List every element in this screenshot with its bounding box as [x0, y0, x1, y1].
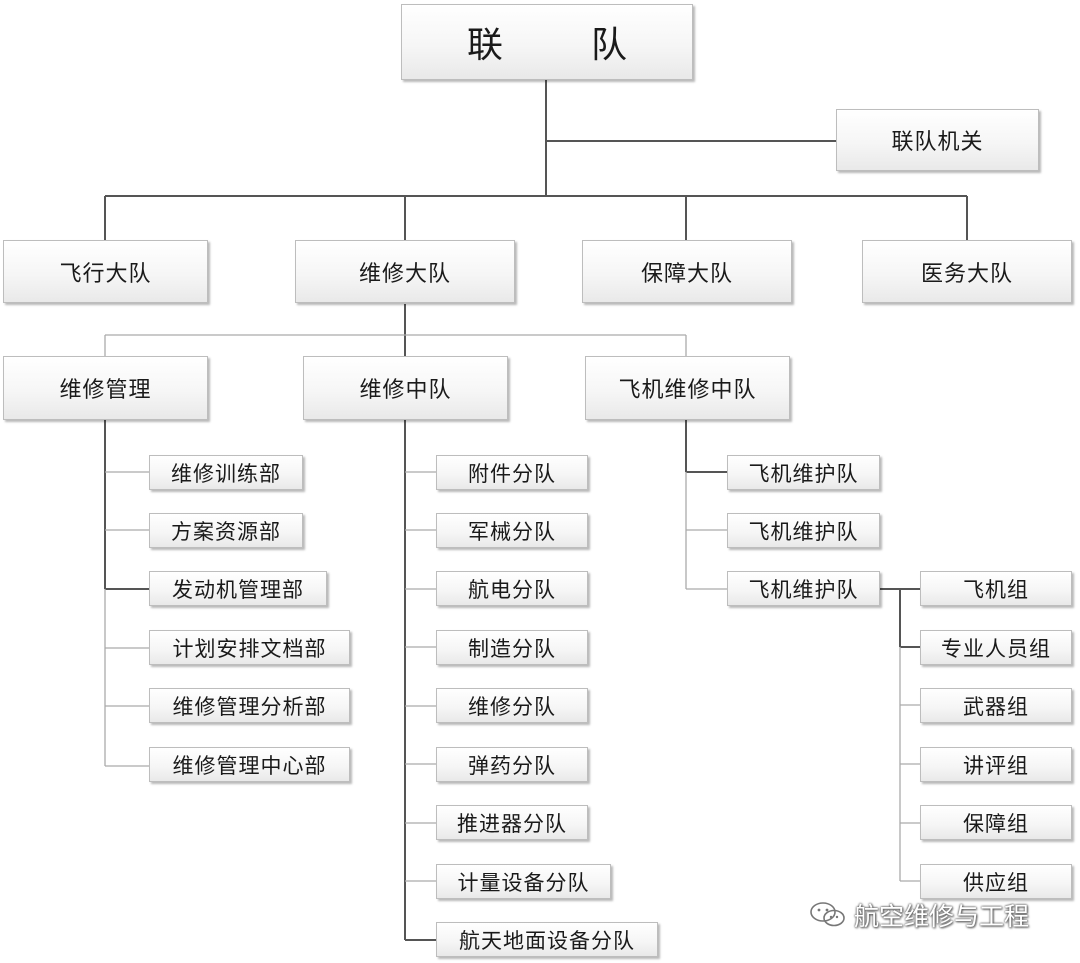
root-label-right: 队 [591, 25, 628, 66]
aircraft-maintenance-unit-label: 飞机维护队 [748, 577, 859, 602]
management-dept-box: 维修训练部 [149, 455, 303, 490]
squadron-flight-box: 附件分队 [436, 455, 588, 490]
squadron-flight-box: 计量设备分队 [436, 864, 611, 899]
aircraft-group-label: 供应组 [963, 870, 1029, 895]
squadron-flight-label: 弹药分队 [468, 753, 556, 778]
aircraft-group-box: 飞机组 [920, 571, 1072, 606]
management-dept-label: 维修管理中心部 [172, 753, 327, 778]
squadron-flight-box: 航电分队 [436, 571, 588, 606]
maintenance-management-box: 维修管理 [3, 356, 208, 420]
squadron-flight-label: 维修分队 [468, 694, 556, 719]
management-dept-label: 维修训练部 [171, 461, 281, 486]
maintenance-squadron-box: 维修中队 [303, 356, 508, 420]
maintenance-squadron-label: 维修中队 [359, 378, 452, 403]
flight-group-box: 飞行大队 [3, 240, 208, 303]
flight-group-label: 飞行大队 [59, 261, 152, 287]
squadron-flight-label: 推进器分队 [457, 811, 567, 836]
watermark-text: 航空维修与工程 [854, 902, 1030, 931]
aircraft-maintenance-unit-label: 飞机维护队 [748, 519, 859, 544]
management-dept-box: 发动机管理部 [149, 571, 327, 606]
management-dept-label: 计划安排文档部 [172, 636, 327, 661]
aircraft-maintenance-unit-label: 飞机维护队 [748, 461, 859, 486]
maintenance-management-label: 维修管理 [59, 378, 152, 403]
hq-box: 联队机关 [836, 109, 1039, 171]
aircraft-group-label: 讲评组 [963, 753, 1029, 778]
wechat-icon [810, 902, 845, 927]
medical-group-label: 医务大队 [920, 261, 1013, 287]
squadron-flight-box: 制造分队 [436, 630, 588, 665]
aircraft-maintenance-unit-box: 飞机维护队 [727, 455, 880, 490]
squadron-flight-box: 推进器分队 [436, 805, 588, 840]
management-dept-label: 方案资源部 [171, 519, 281, 544]
management-dept-box: 计划安排文档部 [149, 630, 350, 665]
aircraft-group-box: 武器组 [920, 688, 1072, 723]
aircraft-group-label: 飞机组 [963, 577, 1029, 602]
aircraft-group-box: 讲评组 [920, 747, 1072, 782]
watermark: 航空维修与工程 [808, 897, 1029, 933]
management-dept-label: 维修管理分析部 [172, 694, 327, 719]
aircraft-group-label: 保障组 [963, 811, 1029, 836]
aircraft-group-box: 保障组 [920, 805, 1072, 840]
aircraft-group-label: 武器组 [963, 694, 1029, 719]
support-group-label: 保障大队 [640, 261, 733, 287]
root-label-left: 联 [466, 25, 503, 66]
management-dept-box: 方案资源部 [149, 513, 303, 548]
squadron-flight-box: 弹药分队 [436, 747, 588, 782]
squadron-flight-box: 航天地面设备分队 [436, 922, 658, 957]
aircraft-group-box: 供应组 [920, 864, 1072, 899]
squadron-flight-box: 维修分队 [436, 688, 588, 723]
management-dept-label: 发动机管理部 [172, 577, 304, 602]
maintenance-group-box: 维修大队 [295, 240, 515, 303]
squadron-flight-label: 制造分队 [468, 636, 556, 661]
squadron-flight-label: 计量设备分队 [457, 870, 590, 895]
aircraft-maintenance-unit-box: 飞机维护队 [727, 513, 880, 548]
hq-label: 联队机关 [891, 130, 984, 155]
maintenance-group-label: 维修大队 [358, 261, 451, 287]
squadron-flight-box: 军械分队 [436, 513, 588, 548]
root-wing-box: 联队 [401, 4, 693, 80]
support-group-box: 保障大队 [582, 240, 792, 303]
aircraft-group-box: 专业人员组 [920, 630, 1072, 665]
squadron-flight-label: 军械分队 [468, 519, 556, 544]
squadron-flight-label: 附件分队 [468, 461, 556, 486]
management-dept-box: 维修管理中心部 [149, 747, 350, 782]
medical-group-box: 医务大队 [862, 240, 1072, 303]
squadron-flight-label: 航电分队 [468, 577, 556, 602]
aircraft-group-label: 专业人员组 [941, 636, 1051, 661]
aircraft-maintenance-squadron-box: 飞机维修中队 [585, 356, 790, 420]
management-dept-box: 维修管理分析部 [149, 688, 350, 723]
aircraft-maintenance-unit-box: 飞机维护队 [727, 571, 880, 606]
aircraft-maintenance-squadron-label: 飞机维修中队 [618, 378, 757, 403]
squadron-flight-label: 航天地面设备分队 [459, 928, 635, 953]
